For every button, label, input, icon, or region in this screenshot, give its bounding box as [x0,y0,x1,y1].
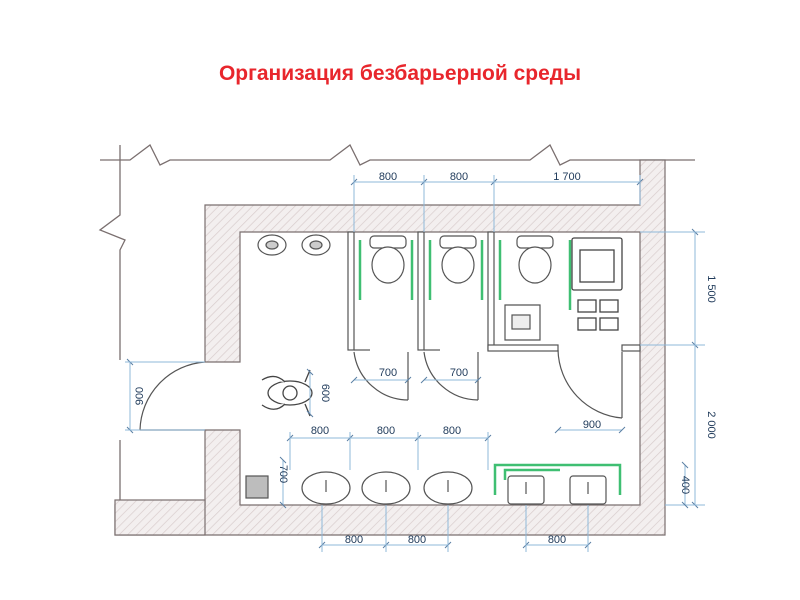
dim-bottom-2: 800 [408,534,426,546]
dim-sink-spacing-1: 800 [311,425,329,437]
dim-bottom-3: 800 [548,534,566,546]
partition-2 [417,231,425,351]
break-lines [98,144,695,500]
toilet-icon [369,235,554,284]
booth-1-door-swing [353,351,409,401]
sink-icon [301,304,607,505]
dim-person-width: 600 [319,384,331,402]
urinal-icon [257,234,331,256]
accessible-right-wall [621,344,641,352]
dim-right-sink-depth: 400 [679,476,691,494]
dim-top-booth-1: 800 [379,171,397,183]
dim-right-lower: 2 000 [705,411,717,439]
partition-3 [487,231,495,351]
accessible-door-swing [557,349,623,419]
person-icon [261,369,313,417]
dim-accessible-door: 900 [583,419,601,431]
accessible-partition [487,344,559,352]
wheelchair-icon [571,237,623,331]
dim-urinal-depth: 700 [277,465,289,483]
dim-right-upper: 1 500 [705,275,717,303]
partitions [347,231,641,352]
dim-door-booth-1: 700 [379,367,397,379]
entrance-door-swing [139,361,206,431]
dim-top-booth-2: 800 [450,171,468,183]
left-wall-stub [114,499,206,536]
dimension-lines [125,175,705,552]
trash-bin-icon [245,475,269,499]
dimension-labels: 800 800 1 700 1 500 2 000 400 700 700 90… [134,171,717,546]
dim-sink-spacing-2: 800 [377,425,395,437]
dim-entrance-door: 900 [134,387,146,405]
dim-top-accessible: 1 700 [553,171,581,183]
dim-door-booth-2: 700 [450,367,468,379]
dim-bottom-1: 800 [345,534,363,546]
page-title: Организация безбарьерной среды [218,62,582,85]
dim-sink-spacing-3: 800 [443,425,461,437]
partition-1 [347,231,355,351]
booth-2-door-swing [423,351,479,401]
handrails [358,240,622,495]
